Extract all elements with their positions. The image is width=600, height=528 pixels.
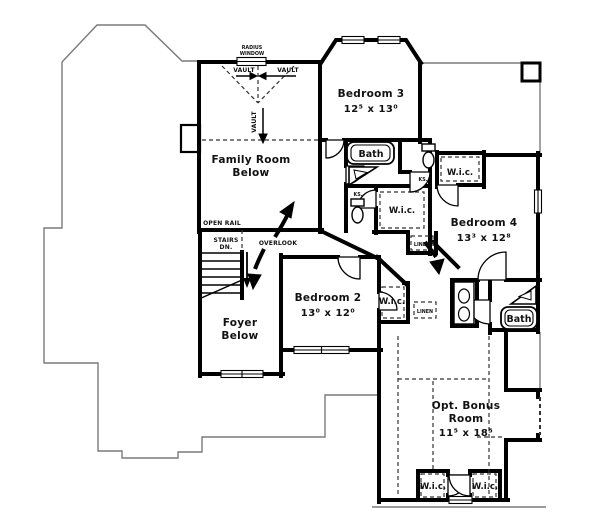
label-open-rail: OPEN RAIL [203, 220, 241, 227]
wic2-door [378, 291, 398, 311]
label-wic-bedroom4: W.i.c. [447, 168, 473, 178]
label-bonus-2: Room [449, 413, 484, 425]
wic4-door [436, 184, 459, 207]
door-arcs [325, 139, 507, 497]
label-bedroom4-dims: 13³ x 12⁸ [457, 233, 512, 244]
windows [220, 35, 543, 505]
label-foyer-2: Below [221, 330, 258, 342]
label-vault-left: VAULT [233, 67, 255, 74]
bonus-slope-lines [397, 336, 504, 497]
label-wic-bonus-left: W.i.c. [420, 482, 446, 492]
stairs-down-arrow-head [243, 278, 251, 288]
label-bedroom3-dims: 12⁵ x 13⁰ [344, 104, 399, 115]
label-bedroom4-name: Bedroom 4 [451, 217, 518, 229]
vault-down-arrow-head [258, 133, 268, 145]
shower2-glass [517, 290, 532, 301]
label-ks-lower: KS. [354, 192, 363, 198]
label-vault-down: VAULT [251, 111, 258, 133]
chimney-top-right [520, 61, 542, 83]
shower1 [348, 166, 380, 187]
dashed-ceiling-lines [202, 65, 541, 498]
label-wic-bedroom2: W.i.c. [379, 297, 405, 307]
label-linen-upper: LINEN [414, 242, 430, 248]
label-vault-right: VAULT [277, 67, 299, 74]
label-linen-lower: LINEN [417, 309, 433, 315]
bedroom3-door [325, 139, 345, 159]
wic-hall-shelves [379, 191, 425, 229]
arrow-overlook-up [273, 213, 290, 239]
label-bedroom2-name: Bedroom 2 [295, 292, 362, 304]
label-radius-window-1: RADIUS [242, 45, 263, 51]
shower1-glass [353, 169, 369, 180]
vault-dashed-v [221, 65, 295, 104]
flow-arrows [247, 200, 445, 291]
toilet2-bowl [351, 206, 364, 224]
vanity-sink-1 [457, 288, 471, 304]
label-foyer-1: Foyer [223, 317, 258, 329]
toilet1-door [409, 171, 431, 193]
toilet1-bowl [422, 151, 435, 169]
linen2-shelves [413, 301, 437, 319]
wic4-shelves [440, 156, 480, 182]
fixtures [346, 141, 538, 330]
labels: RADIUS WINDOW VAULT VAULT VAULT Family R… [203, 45, 532, 492]
label-wic-hall: W.i.c. [389, 206, 415, 216]
label-stairs-1: STAIRS [214, 237, 239, 244]
label-radius-window-2: WINDOW [240, 51, 265, 57]
linen1-shelves [410, 235, 434, 251]
label-bonus-dims: 11⁵ x 18⁵ [439, 428, 494, 439]
stairs [198, 252, 251, 300]
label-bedroom2-dims: 13⁰ x 12⁰ [301, 308, 356, 319]
label-ks-upper: KS. [419, 177, 428, 183]
label-family-room-2: Below [232, 167, 269, 179]
vault-arrows [236, 71, 296, 145]
label-wic-bonus-right: W.i.c. [472, 482, 498, 492]
arrow-stairs-down [253, 248, 266, 270]
label-stairs-2: DN. [220, 244, 233, 251]
vanity-sink-2 [457, 306, 471, 322]
wic-bonus-left-shelves [420, 473, 445, 498]
toilet2-tank [350, 198, 365, 207]
label-bedroom3-name: Bedroom 3 [338, 88, 405, 100]
tub2-inner [504, 309, 534, 327]
stairs-break-line [198, 279, 243, 300]
label-overlook: OVERLOOK [259, 240, 298, 247]
label-bonus-1: Opt. Bonus [432, 400, 501, 412]
label-bath-lower: Bath [507, 314, 532, 325]
arrow-hall-bonus [423, 240, 438, 259]
bedroom4-door [477, 251, 507, 281]
tub1-inner [350, 144, 391, 162]
toilet1-tank [421, 143, 436, 152]
label-bath-upper: Bath [359, 149, 384, 160]
bedroom2-door [337, 256, 361, 280]
wic2-shelves [381, 286, 405, 319]
wic-bonus-right-shelves [472, 473, 497, 498]
label-family-room-1: Family Room [211, 154, 290, 166]
exterior-roofline [43, 24, 546, 508]
wic-bonus-right-door [448, 474, 471, 497]
